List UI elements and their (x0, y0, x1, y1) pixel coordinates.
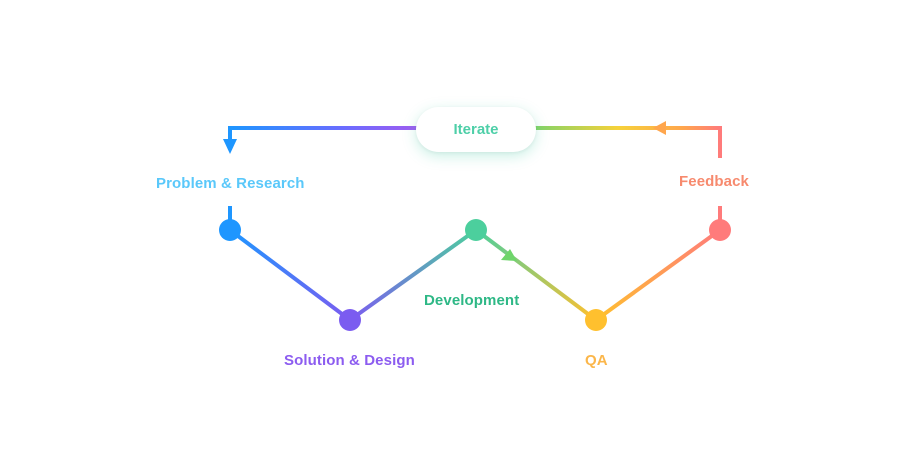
iterate-connector-right (534, 126, 722, 158)
arrow-down-icon (223, 139, 237, 154)
iterate-button[interactable]: Iterate (416, 107, 536, 152)
segment-problem-solution (228, 228, 352, 322)
iterate-label: Iterate (453, 121, 499, 138)
step-label-problem-research: Problem & Research (156, 175, 305, 192)
node-qa[interactable] (585, 309, 607, 331)
step-label-solution-design: Solution & Design (284, 352, 415, 369)
arrow-right-down-icon (501, 249, 517, 261)
step-label-feedback: Feedback (679, 173, 749, 190)
segment-qa-feedback (594, 228, 722, 322)
arrow-left-icon (653, 121, 666, 135)
segment-development-qa (474, 228, 598, 322)
node-problem-research[interactable] (219, 219, 241, 241)
node-solution-design[interactable] (339, 309, 361, 331)
segment-solution-development (348, 228, 478, 322)
iterate-connector-left (228, 126, 418, 150)
step-label-qa: QA (585, 352, 608, 369)
step-label-development: Development (424, 292, 520, 309)
node-development[interactable] (465, 219, 487, 241)
node-feedback[interactable] (709, 219, 731, 241)
